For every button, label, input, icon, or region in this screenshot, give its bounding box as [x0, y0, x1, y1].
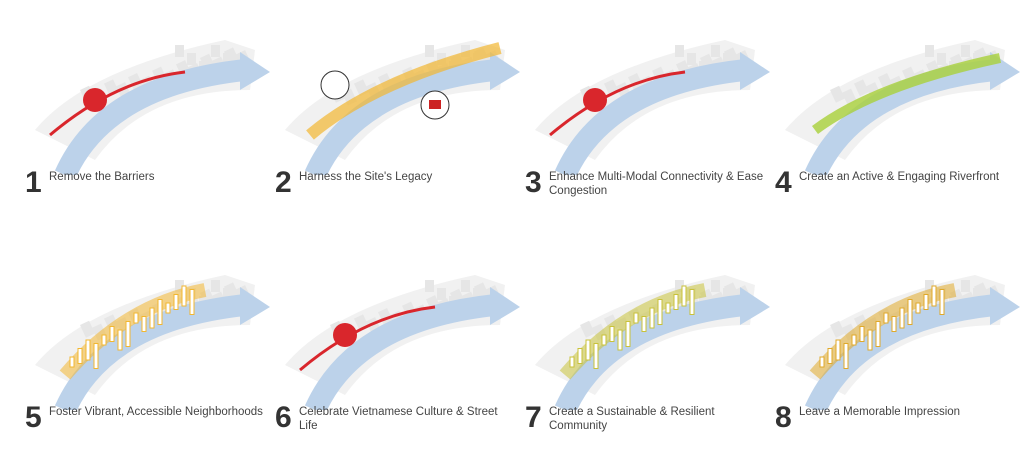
city-block [211, 280, 220, 292]
principle-number: 1 [25, 166, 42, 199]
principle-panel-2: 2 Harness the Site's Legacy [275, 30, 525, 240]
city-block [925, 280, 934, 292]
city-block [675, 45, 684, 57]
principle-title: Foster Vibrant, Accessible Neighborhoods [49, 406, 263, 418]
river-arrow-icon [240, 287, 270, 325]
city-block [961, 280, 970, 292]
river-arrow-icon [490, 287, 520, 325]
overlay-marker [583, 88, 607, 112]
principle-map [535, 40, 770, 175]
city-block [437, 288, 446, 300]
overlay-route [299, 305, 436, 372]
principle-title: Celebrate Vietnamese Culture & Street Li… [299, 406, 498, 432]
principle-map [285, 275, 520, 410]
principle-title: Harness the Site's Legacy [299, 171, 433, 183]
city-block [223, 288, 232, 300]
city-block [425, 280, 434, 292]
city-block [627, 72, 643, 90]
principle-number: 7 [525, 401, 542, 434]
river-arrow-icon [740, 52, 770, 90]
urban-design-principles-diagram: 1 Remove the Barriers 2 Harness the Site… [25, 30, 1024, 433]
principle-panel-1: 1 Remove the Barriers [25, 30, 275, 240]
principle-panel-8: 8 Leave a Memorable Impression [775, 265, 1024, 475]
principle-panel-7: 7 Create a Sustainable & Resilient Commu… [525, 265, 775, 475]
principle-panel-3: 3 Enhance Multi-Modal Connectivity & Eas… [525, 30, 775, 240]
principle-title: Create a Sustainable & Resilient Communi… [549, 406, 715, 432]
overlay-route [49, 70, 186, 137]
overlay-marker [83, 88, 107, 112]
principle-map [35, 275, 270, 410]
river-arrow-icon [990, 287, 1020, 325]
city-block [925, 45, 934, 57]
principle-number: 6 [275, 401, 292, 434]
river-arrow-icon [240, 52, 270, 90]
city-block [211, 45, 220, 57]
city-block [377, 307, 393, 325]
city-block [711, 45, 720, 57]
city-block [223, 53, 232, 65]
river [804, 59, 997, 175]
city-block [80, 320, 95, 338]
principle-title: Remove the Barriers [49, 171, 155, 183]
city-block [187, 53, 196, 65]
principle-number: 4 [775, 166, 792, 199]
city-block [830, 320, 845, 338]
principle-map [35, 40, 270, 175]
river-arrow-icon [490, 52, 520, 90]
city-block [961, 45, 970, 57]
principle-title: Leave a Memorable Impression [799, 406, 961, 418]
principle-panel-6: 6 Celebrate Vietnamese Culture & Street … [275, 265, 525, 475]
principle-number: 8 [775, 401, 792, 434]
principle-title: Create an Active & Engaging Riverfront [799, 171, 1000, 183]
city-block [425, 45, 434, 57]
city-block [461, 280, 470, 292]
river [554, 59, 747, 175]
principle-map [785, 275, 1020, 410]
city-block [723, 53, 732, 65]
city-block [711, 280, 720, 292]
city-block [175, 280, 184, 292]
river-arrow-icon [740, 287, 770, 325]
city-block [461, 45, 470, 57]
city-block [723, 288, 732, 300]
principle-title: Enhance Multi-Modal Connectivity & Ease … [549, 171, 764, 197]
city-block [473, 288, 482, 300]
principle-number: 3 [525, 166, 542, 199]
river [54, 59, 247, 175]
overlay-riverfront [812, 53, 1002, 135]
city-block [830, 85, 845, 103]
city-block [937, 53, 946, 65]
city-block [175, 45, 184, 57]
river [304, 59, 497, 175]
principle-map [285, 40, 520, 175]
principle-number: 5 [25, 401, 42, 434]
overlay-legacy-band [306, 42, 502, 140]
principle-panel-5: 5 Foster Vibrant, Accessible Neighborhoo… [25, 265, 275, 475]
city-block [687, 53, 696, 65]
city-block [437, 53, 446, 65]
city-block [580, 320, 595, 338]
city-block [675, 280, 684, 292]
principle-number: 2 [275, 166, 292, 199]
principle-map [785, 40, 1020, 175]
river [304, 294, 497, 410]
city-block [973, 288, 982, 300]
city-block [854, 79, 869, 97]
overlay-marker [333, 323, 357, 347]
principle-panel-4: 4 Create an Active & Engaging Riverfront [775, 30, 1024, 240]
principle-map [535, 275, 770, 410]
overlay-route [549, 70, 686, 137]
city-block [128, 72, 143, 90]
